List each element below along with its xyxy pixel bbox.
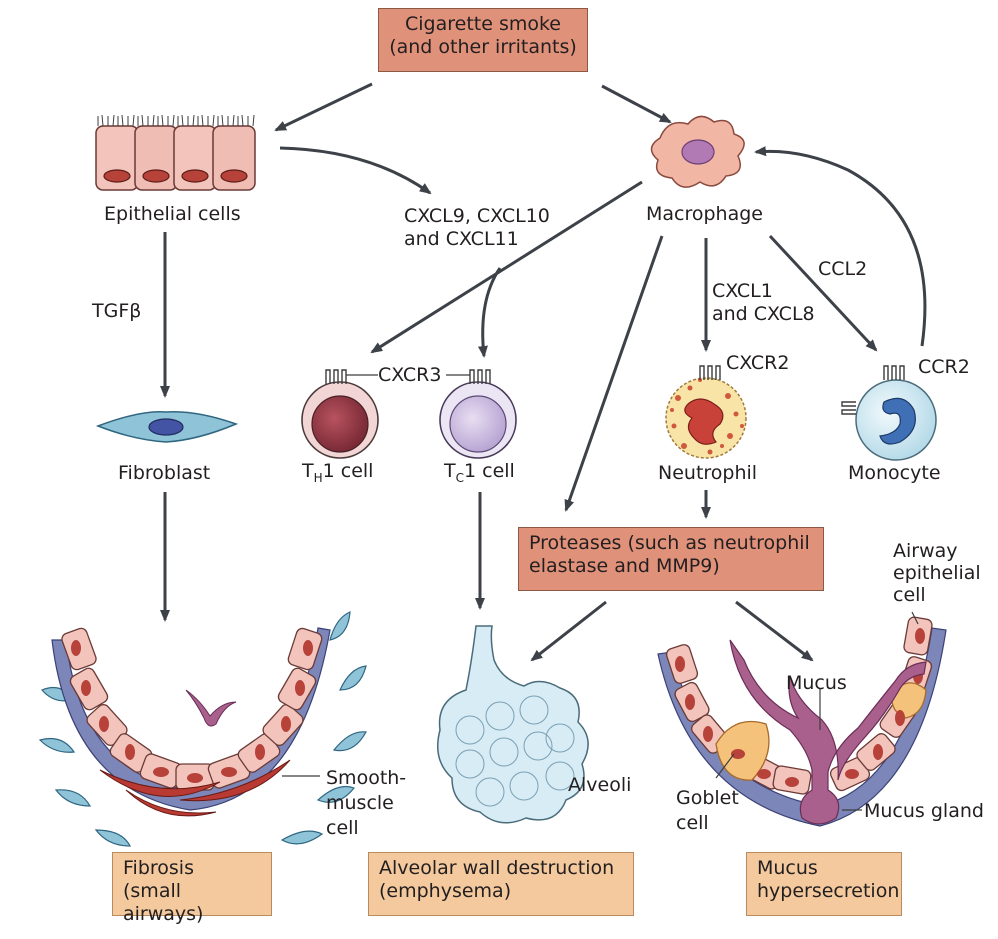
fibrosis-line1: Fibrosis <box>123 857 194 879</box>
tc1-rest: 1 cell <box>464 460 515 482</box>
fibroblast-illustration <box>95 411 239 443</box>
airway-epi-line2: epithelial <box>893 562 981 584</box>
mucus-hypersecretion-line1: Mucus <box>757 857 818 879</box>
arrow-macrophage-to-monocyte <box>768 234 878 352</box>
smooth-muscle-line3: cell <box>326 817 359 839</box>
th1-rest: 1 cell <box>322 460 374 482</box>
proteases-box: Proteases (such as neutrophil elastase a… <box>518 527 824 591</box>
tc1-subscript: C <box>455 470 464 485</box>
cxcl1-line1: CXCL1 <box>712 280 773 302</box>
arrows <box>160 82 927 662</box>
arrow-macrophage-to-proteases <box>564 235 664 512</box>
goblet-line1: Goblet <box>676 787 739 809</box>
arrow-proteases-to-alveoli <box>530 600 607 662</box>
emphysema-line2: (emphysema) <box>379 880 512 902</box>
smooth-muscle-cell-label: Smooth- muscle cell <box>326 766 406 841</box>
cigarette-smoke-line2: (and other irritants) <box>389 36 577 58</box>
mucus-hypersecretion-box: Mucus hypersecretion <box>746 852 902 916</box>
fibroblast-label: Fibroblast <box>118 462 211 484</box>
tc1-main: T <box>444 460 456 482</box>
monocyte-label: Monocyte <box>848 462 941 484</box>
chemokines-line2: and CXCL11 <box>404 228 519 250</box>
chemokines-cxcl9-10-11-label: CXCL9, CXCL10 and CXCL11 <box>404 205 550 251</box>
fibrosis-airway-illustration <box>38 611 367 866</box>
cxcr2-label: CXCR2 <box>726 352 790 374</box>
cigarette-smoke-box: Cigarette smoke (and other irritants) <box>378 8 588 72</box>
epithelial-cells-label: Epithelial cells <box>104 203 241 225</box>
proteases-line2: elastase and MMP9) <box>529 555 720 577</box>
epithelial-cells-illustration <box>95 114 256 191</box>
mucus-gland-label: Mucus gland <box>864 800 984 822</box>
mucus-label: Mucus <box>786 672 847 694</box>
emphysema-line1: Alveolar wall destruction <box>379 857 615 879</box>
arrow-proteases-to-mucus <box>735 600 814 662</box>
airway-epi-line1: Airway <box>893 540 958 562</box>
th1-cell-illustration <box>301 369 379 459</box>
airway-epithelial-cell-label: Airway epithelial cell <box>893 540 981 606</box>
arrow-monocyte-to-macrophage <box>754 146 927 347</box>
goblet-line2: cell <box>676 812 709 834</box>
cxcr3-label: CXCR3 <box>378 364 442 386</box>
macrophage-label: Macrophage <box>646 203 763 225</box>
tgf-beta-label: TGFβ <box>92 300 142 322</box>
fibrosis-line2: (small airways) <box>123 880 204 925</box>
smooth-muscle-line1: Smooth- <box>326 767 407 789</box>
chemokines-line1: CXCL9, CXCL10 <box>404 205 550 227</box>
tc1-cell-label: TC1 cell <box>444 460 515 485</box>
proteases-line1: Proteases (such as neutrophil <box>529 532 810 554</box>
arrow-smoke-to-macrophage <box>601 84 672 124</box>
neutrophil-illustration <box>665 365 747 459</box>
alveoli-illustration <box>437 625 589 824</box>
arrow-macrophage-to-th1 <box>370 180 643 354</box>
ccl2-label: CCL2 <box>818 258 868 280</box>
monocyte-illustration <box>841 365 937 461</box>
th1-main: T <box>302 460 314 482</box>
goblet-cell-label: Goblet cell <box>676 786 739 836</box>
tc1-cell-illustration <box>439 369 517 459</box>
ccr2-label: CCR2 <box>918 356 970 378</box>
th1-cell-label: TH1 cell <box>302 460 374 485</box>
fibrosis-box: Fibrosis (small airways) <box>112 852 272 925</box>
cxcl1-cxcl8-label: CXCL1 and CXCL8 <box>712 280 815 326</box>
cxcl1-line2: and CXCL8 <box>712 303 815 325</box>
airway-epi-line3: cell <box>893 584 926 606</box>
neutrophil-label: Neutrophil <box>658 462 758 484</box>
arrow-chemokines-to-tc1 <box>477 267 502 358</box>
smooth-muscle-line2: muscle <box>326 792 394 814</box>
emphysema-box: Alveolar wall destruction (emphysema) <box>368 852 634 916</box>
macrophage-illustration <box>650 115 745 188</box>
arrow-smoke-to-epithelium <box>274 82 373 132</box>
arrow-epithelium-to-chemokines <box>279 146 432 195</box>
th1-subscript: H <box>313 470 323 485</box>
mucus-airway-illustration <box>657 611 947 827</box>
alveoli-label: Alveoli <box>568 774 632 796</box>
cigarette-smoke-line1: Cigarette smoke <box>404 13 561 35</box>
mucus-hypersecretion-line2: hypersecretion <box>757 880 900 902</box>
